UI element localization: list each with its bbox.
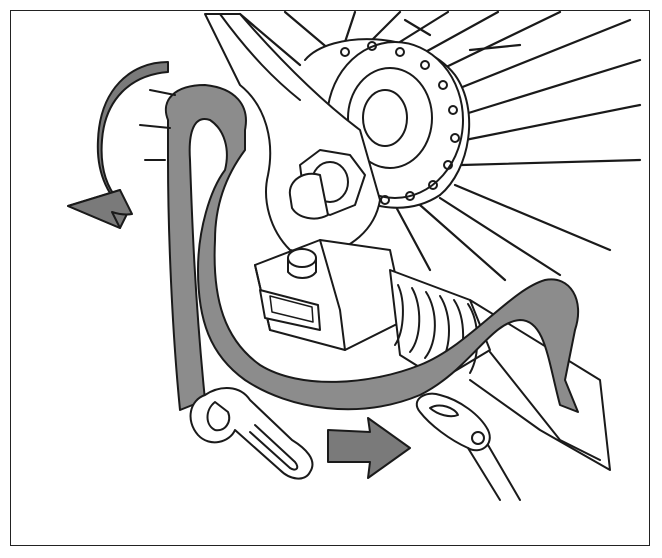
push-arrow-icon — [328, 418, 410, 478]
rotate-arrow-icon — [68, 62, 175, 228]
hook-eyelet — [417, 394, 520, 500]
hub-motor-housing — [255, 240, 405, 350]
